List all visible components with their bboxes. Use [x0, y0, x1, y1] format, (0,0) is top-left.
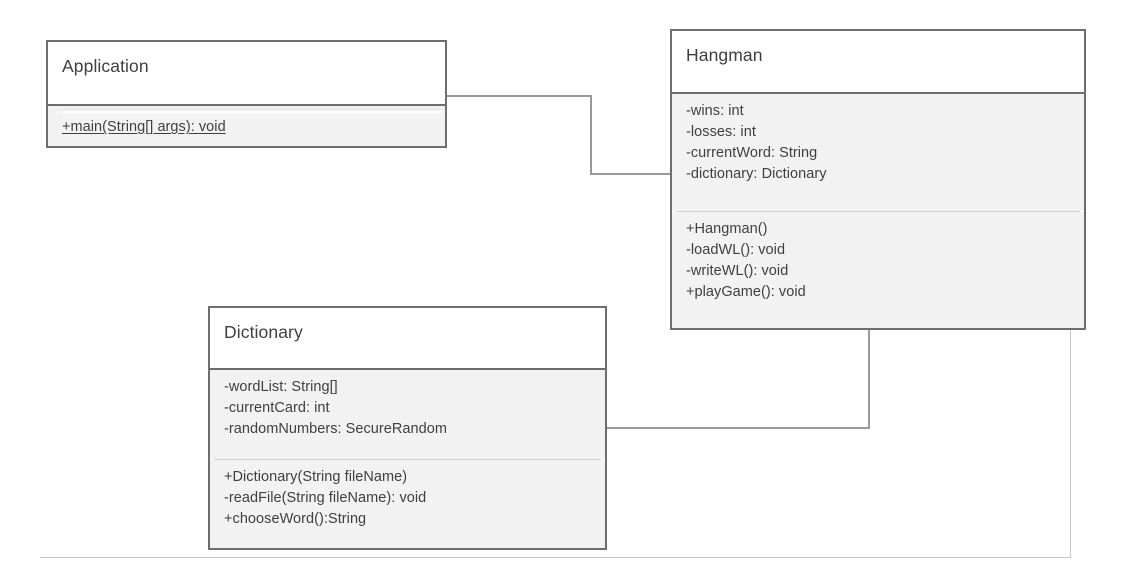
- compartment-divider: [48, 104, 445, 106]
- method-item: -loadWL(): void: [686, 241, 786, 258]
- attributes-compartment-dictionary: -wordList: String[] -currentCard: int -r…: [210, 370, 605, 459]
- class-name-dictionary: Dictionary: [210, 308, 605, 368]
- attribute-method-divider: [676, 210, 1080, 212]
- page-boundary-horizontal-guide: [40, 557, 1071, 558]
- methods-compartment-hangman: +Hangman() -loadWL(): void -writeWL(): v…: [672, 211, 1084, 328]
- attribute-item: -wordList: String[]: [224, 379, 338, 395]
- connector-hangman-dictionary-segment-end: [605, 427, 870, 429]
- attributes-compartment-hangman: -wins: int -losses: int -currentWord: St…: [672, 94, 1084, 211]
- uml-class-application[interactable]: Application +main(String[] args): void: [46, 40, 447, 148]
- connector-hangman-dictionary-segment-top: [868, 328, 870, 429]
- methods-compartment-application: +main(String[] args): void: [48, 106, 445, 146]
- attribute-item: -randomNumbers: SecureRandom: [224, 421, 448, 437]
- attribute-item: -losses: int: [686, 124, 756, 140]
- class-name-hangman: Hangman: [672, 31, 1084, 92]
- uml-class-hangman[interactable]: Hangman -wins: int -losses: int -current…: [670, 29, 1086, 330]
- method-item: -readFile(String fileName): void: [224, 489, 427, 506]
- methods-compartment-dictionary: +Dictionary(String fileName) -readFile(S…: [210, 459, 605, 548]
- attribute-item: -dictionary: Dictionary: [686, 166, 827, 182]
- class-name-application: Application: [48, 42, 445, 104]
- attribute-item: -currentCard: int: [224, 400, 330, 416]
- compartment-highlight: [62, 109, 441, 114]
- page-boundary-vertical-guide: [1070, 330, 1071, 558]
- connector-application-hangman-segment-end: [590, 173, 672, 175]
- connector-application-hangman-segment-mid: [590, 95, 592, 175]
- compartment-divider: [672, 92, 1084, 94]
- attribute-item: -currentWord: String: [686, 145, 818, 161]
- method-item: +playGame(): void: [686, 283, 806, 300]
- method-item: +main(String[] args): void: [62, 119, 226, 135]
- attribute-method-divider: [214, 458, 601, 460]
- method-item: +Hangman(): [686, 220, 768, 237]
- attribute-item: -wins: int: [686, 103, 744, 119]
- method-item: +chooseWord():String: [224, 510, 367, 527]
- method-item: -writeWL(): void: [686, 262, 789, 279]
- compartment-divider: [210, 368, 605, 370]
- connector-application-hangman-segment-top: [446, 95, 592, 97]
- uml-class-dictionary[interactable]: Dictionary -wordList: String[] -currentC…: [208, 306, 607, 550]
- method-item: +Dictionary(String fileName): [224, 468, 408, 485]
